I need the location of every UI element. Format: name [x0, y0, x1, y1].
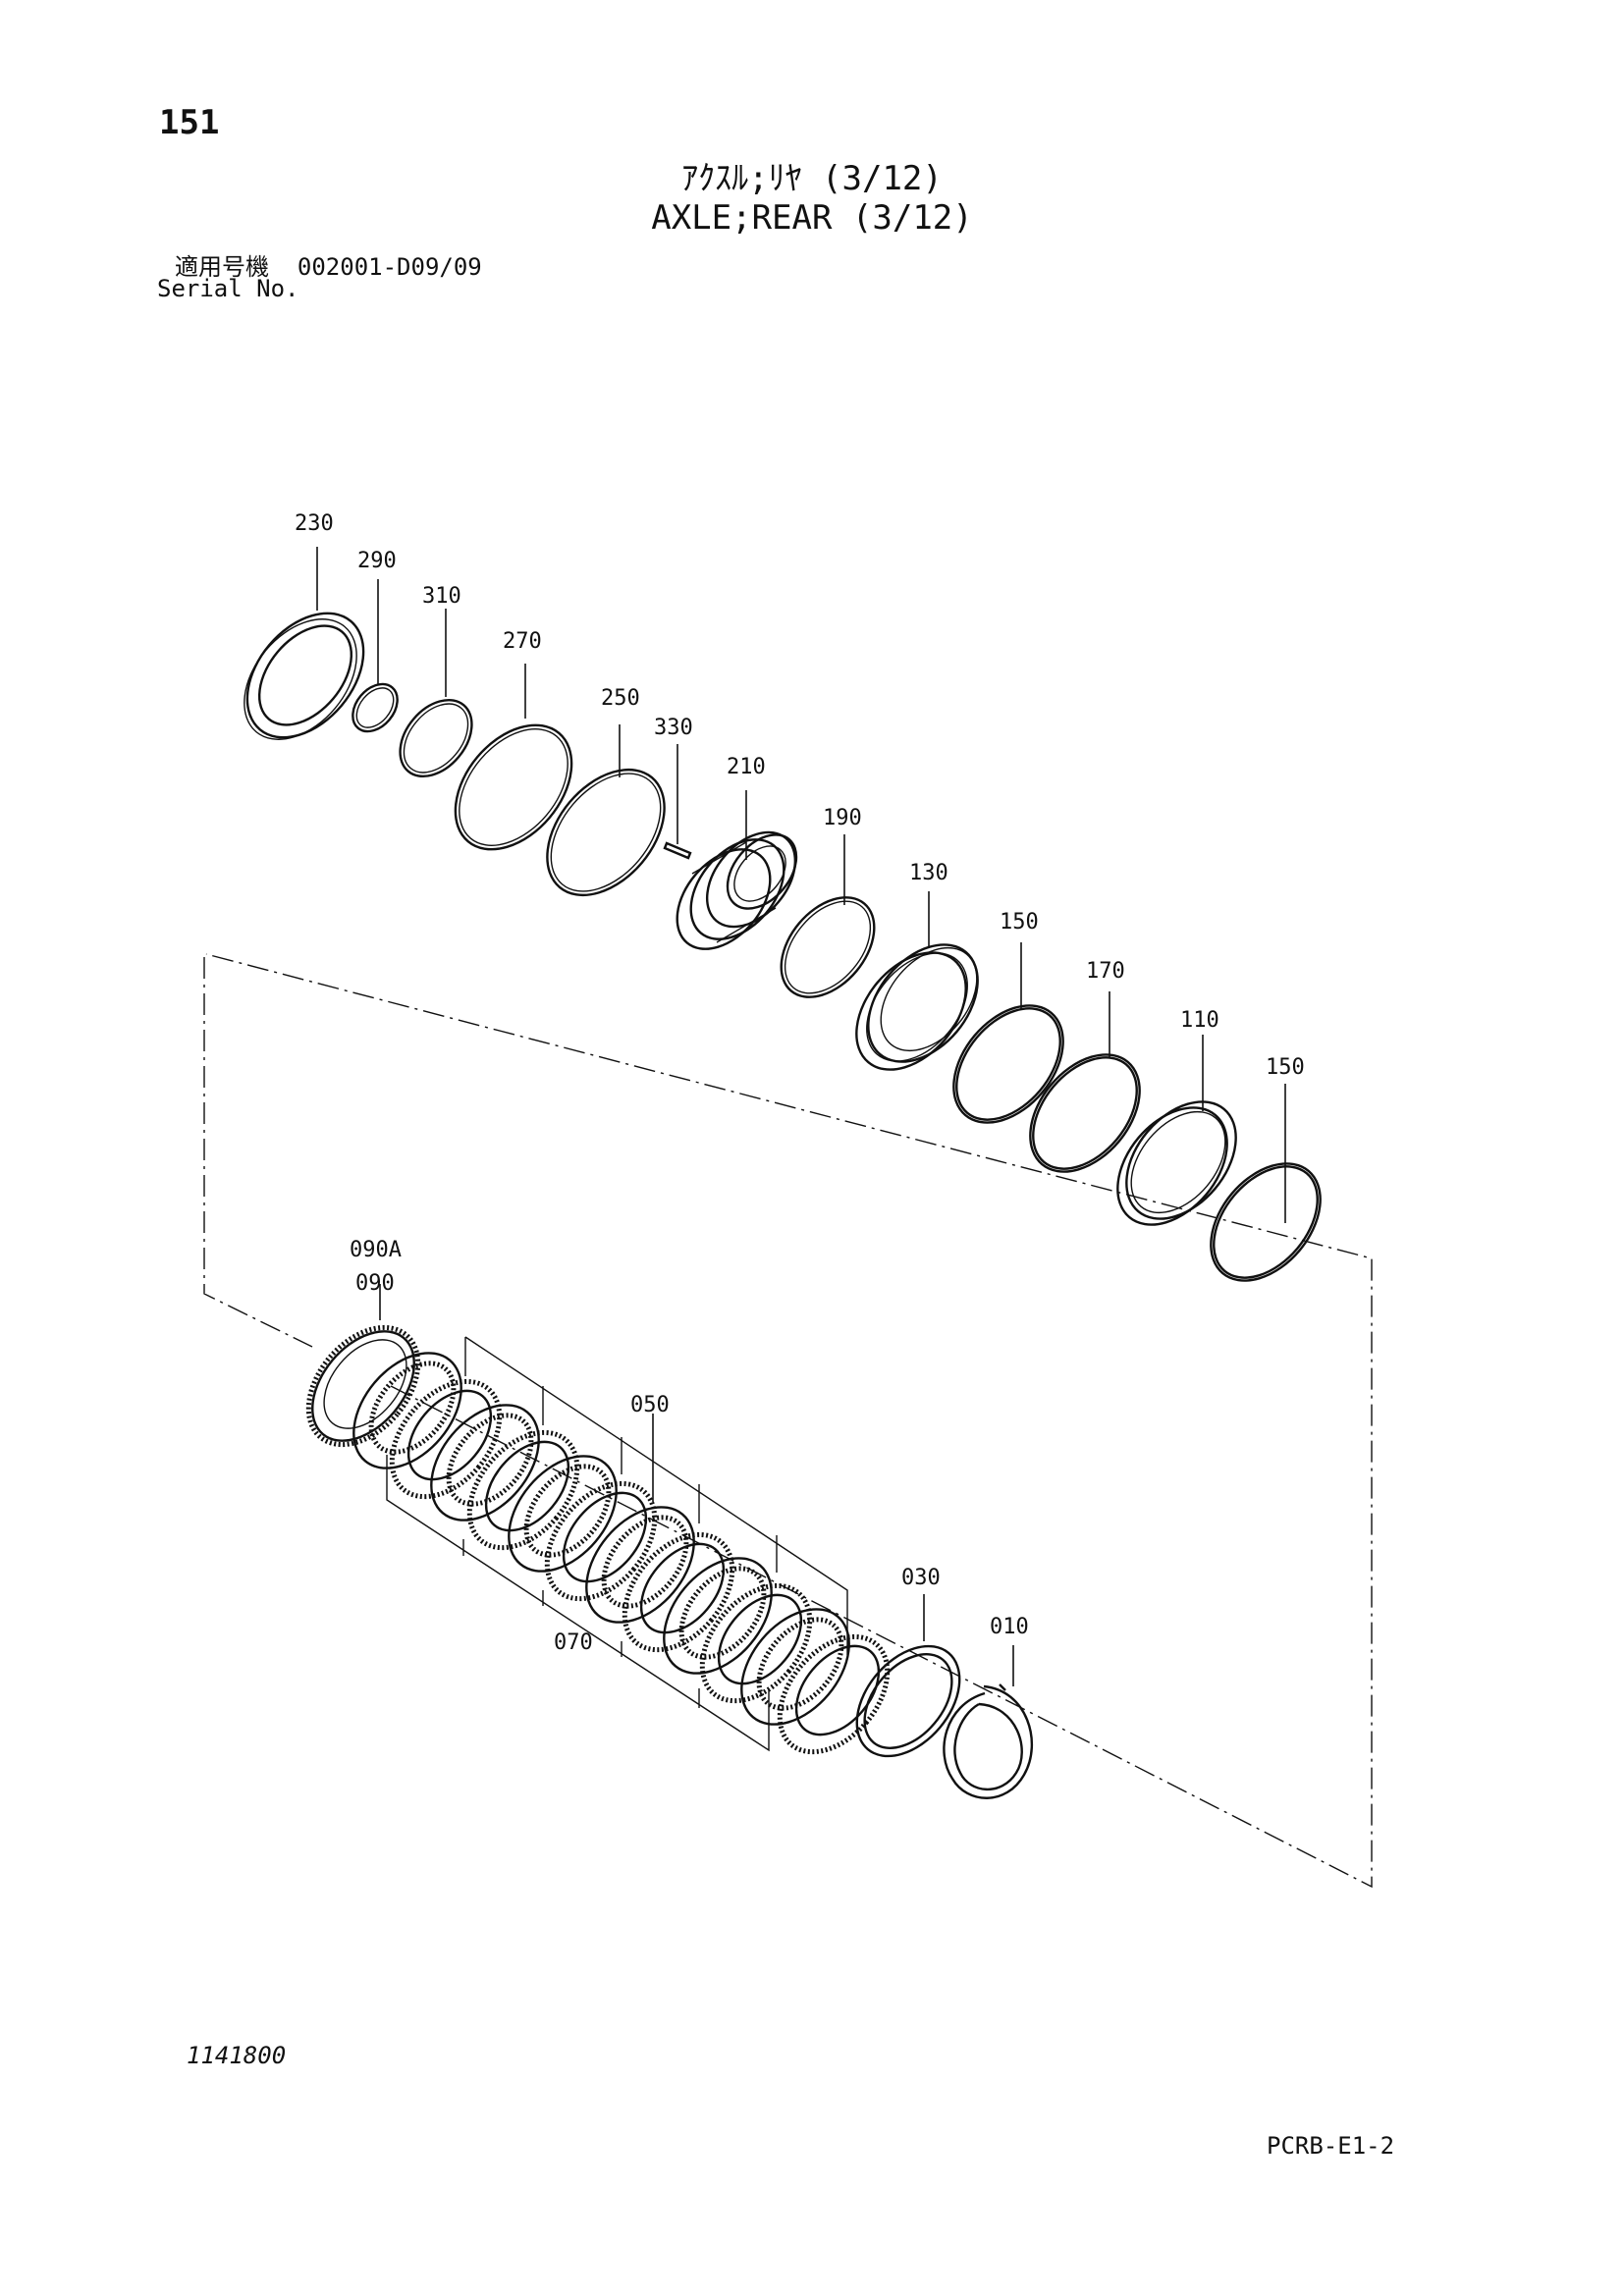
callout-290: 290	[357, 549, 397, 573]
callout-090a: 090A	[350, 1238, 402, 1262]
assembly-boundary-dash	[203, 953, 1373, 1889]
page-title-japanese: ｱｸｽﾙ;ﾘﾔ (3/12)	[681, 159, 943, 198]
page-code: PCRB-E1-2	[1267, 2132, 1395, 2160]
callout-250: 250	[601, 686, 640, 711]
callout-030: 030	[901, 1566, 941, 1590]
part-090-end-plate[interactable]	[287, 1307, 440, 1466]
part-150-o-ring-lower[interactable]	[1189, 1143, 1342, 1302]
callout-050: 050	[630, 1393, 670, 1417]
part-310-o-ring[interactable]	[386, 686, 487, 790]
part-110-ring[interactable]	[1096, 1081, 1258, 1246]
part-270-o-ring[interactable]	[432, 703, 595, 872]
part-030-ring[interactable]	[837, 1627, 981, 1776]
part-250-o-ring[interactable]	[523, 747, 687, 918]
callout-310: 310	[422, 584, 461, 609]
part-150-o-ring-upper[interactable]	[932, 985, 1085, 1144]
callout-190: 190	[823, 806, 862, 830]
callout-090: 090	[355, 1271, 395, 1296]
part-010-snap-ring[interactable]	[943, 1683, 1033, 1799]
callout-170: 170	[1086, 959, 1125, 984]
callout-230: 230	[295, 511, 334, 536]
part-130-piston-ring[interactable]	[835, 924, 1000, 1091]
callout-070: 070	[554, 1630, 593, 1655]
serial-label-english: Serial No.	[157, 275, 299, 302]
drawing-number: 1141800	[187, 2042, 287, 2069]
callout-150-lower: 150	[1266, 1055, 1305, 1080]
part-290-ring[interactable]	[344, 675, 406, 740]
part-170-o-ring[interactable]	[1008, 1034, 1162, 1193]
part-190-o-ring[interactable]	[763, 880, 893, 1015]
part-230-thrust-washer[interactable]	[222, 591, 387, 761]
part-210-piston[interactable]	[659, 816, 813, 967]
page-title-english: AXLE;REAR (3/12)	[651, 198, 973, 238]
clutch-discs-stack[interactable]	[332, 1332, 909, 1772]
page-number: 151	[159, 103, 220, 142]
callout-110: 110	[1180, 1008, 1219, 1033]
callout-270: 270	[503, 629, 542, 654]
leader-lines	[316, 547, 1286, 1686]
serial-range: 002001-D09/09	[297, 253, 482, 281]
callout-210: 210	[727, 755, 766, 779]
serial-applicability: 適用号機 002001-D09/09	[175, 247, 482, 282]
callout-010: 010	[990, 1615, 1029, 1639]
part-330-pin[interactable]	[663, 841, 692, 860]
callout-150-upper: 150	[1000, 910, 1039, 934]
serial-label-japanese: 適用号機	[175, 253, 269, 281]
callout-330: 330	[654, 716, 693, 740]
callout-130: 130	[909, 861, 948, 885]
